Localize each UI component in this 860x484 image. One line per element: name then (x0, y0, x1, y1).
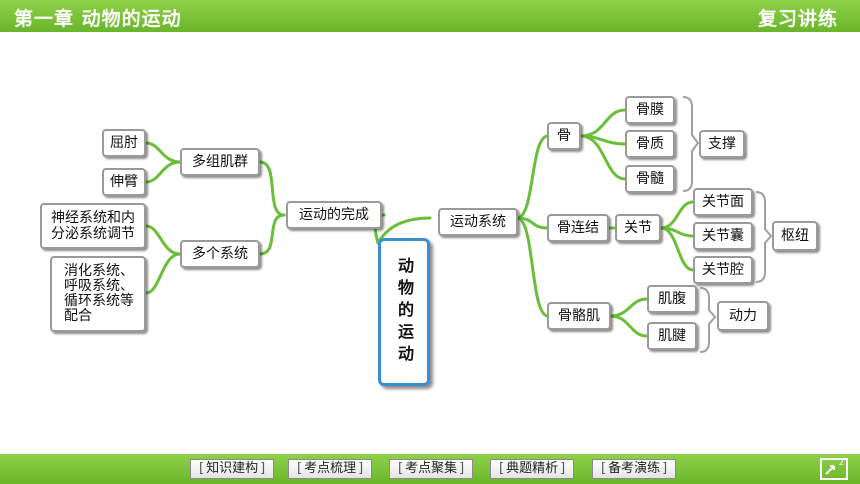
nav-exam-practice[interactable]: 备考演练 (592, 459, 677, 479)
node-joint-part-3: 关节腔 (693, 256, 753, 284)
connector-bone-part3 (579, 134, 627, 181)
nav-example-analysis[interactable]: 典题精析 (490, 459, 575, 479)
node-muscle-part-1: 肌腹 (647, 285, 697, 313)
nav-exam-points-review[interactable]: 考点梳理 (288, 459, 373, 479)
pointer-icon[interactable] (820, 458, 848, 480)
node-joint-part-1: 关节面 (693, 188, 753, 216)
connector-left-group1 (258, 160, 286, 217)
connector-sub-part3 (659, 226, 695, 272)
node-group-2: 多个系统 (180, 240, 260, 268)
section-label: 复习讲练 (757, 8, 838, 30)
connector-muscle-part2 (608, 314, 649, 338)
node-joint-function: 枢纽 (772, 221, 818, 251)
connector-group2-leaf1 (144, 224, 182, 256)
node-muscle-part-2: 肌腱 (647, 322, 697, 350)
connector-right-muscle (515, 216, 550, 318)
connector-muscle-part1 (608, 297, 649, 318)
header-bar: 第一章 动物的运动 复习讲练 (0, 0, 860, 32)
bracket-joint (755, 191, 773, 283)
node-bone-function: 支撑 (699, 130, 745, 158)
connector-group1-leaf1 (144, 141, 182, 164)
node-muscle-function: 动力 (717, 301, 769, 331)
node-joint-part-2: 关节囊 (693, 222, 753, 250)
nav-knowledge-construction[interactable]: 知识建构 (190, 459, 275, 479)
connector-right-bone (515, 134, 550, 220)
node-bone: 骨 (547, 122, 581, 150)
node-bone-part-2: 骨质 (625, 130, 675, 158)
footer-bar: 知识建构 考点梳理 考点聚集 典题精析 备考演练 2 (0, 454, 860, 484)
node-leaf-1-1: 屈肘 (102, 129, 146, 157)
connector-group1-leaf2 (144, 160, 182, 184)
node-leaf-1-2: 伸臂 (102, 168, 146, 196)
node-leaf-2-2: 消化系统、呼吸系统、循环系统等配合 (50, 256, 146, 332)
node-leaf-2-1: 神经系统和内分泌系统调节 (40, 203, 146, 249)
bracket-bone (682, 96, 700, 192)
connector-group2-leaf2 (144, 252, 182, 295)
connector-bone-part1 (579, 108, 627, 138)
node-bone-part-1: 骨膜 (625, 96, 675, 124)
center-node: 动物的运动 (378, 238, 430, 386)
node-right-main: 运动系统 (438, 208, 518, 236)
node-joint-sub: 关节 (615, 214, 661, 242)
node-bone-part-3: 骨髓 (625, 165, 675, 193)
nav-exam-points-focus[interactable]: 考点聚集 (389, 459, 474, 479)
connector-sub-part1 (659, 200, 695, 230)
node-muscle: 骨骼肌 (547, 302, 611, 330)
node-left-main: 运动的完成 (286, 201, 382, 229)
page-number: 2 (838, 458, 844, 467)
bracket-muscle (699, 287, 717, 353)
node-joint: 骨连结 (547, 214, 609, 242)
connector-left-group2 (258, 213, 286, 256)
node-group-1: 多组肌群 (180, 148, 260, 176)
chapter-title: 第一章 动物的运动 (14, 8, 182, 30)
